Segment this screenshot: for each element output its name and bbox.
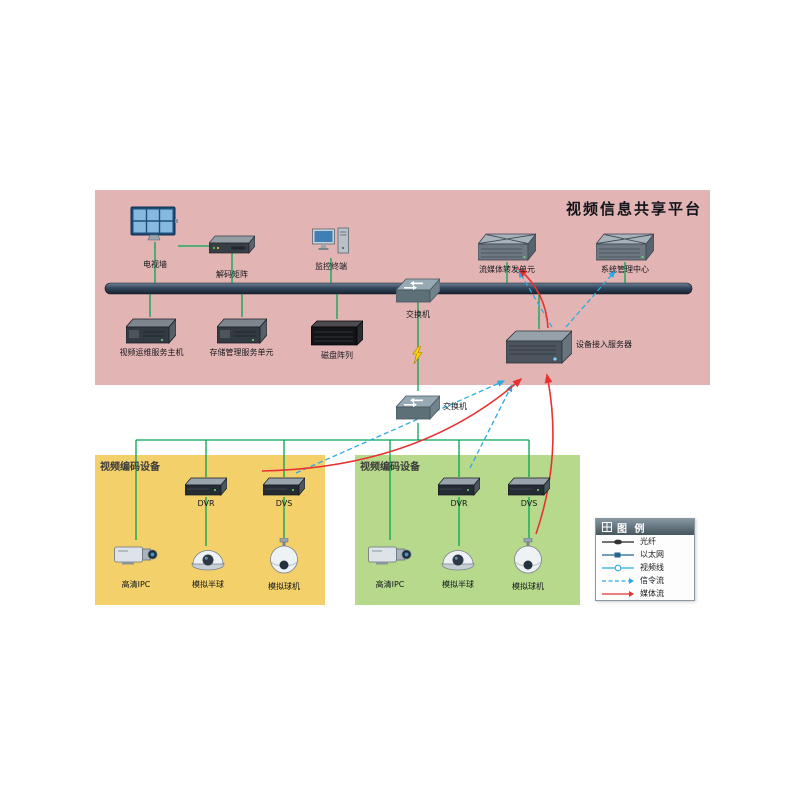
switch2-label: 交换机 [443, 402, 467, 411]
legend-label-video: 视频线 [640, 563, 664, 572]
legend-icon [602, 522, 612, 532]
switch1-label: 交换机 [406, 310, 430, 319]
legend-label-fiber: 光纤 [640, 537, 656, 546]
legend-row-media: 媒体流 [596, 587, 694, 600]
legend-box: 图 例 光纤 以太网 视频线 [595, 518, 695, 601]
zone-left-title: 视频编码设备 [100, 462, 160, 473]
legend-label-media: 媒体流 [640, 589, 664, 598]
video-ops-host-icon [126, 317, 176, 345]
ipc-right-label: 高清IPC [375, 580, 405, 589]
decoder-icon [209, 234, 255, 254]
switch1-icon [396, 274, 440, 306]
legend-row-ethernet: 以太网 [596, 548, 694, 561]
platform-title: 视频信息共享平台 [565, 200, 702, 218]
disk-array-label: 磁盘阵列 [321, 351, 353, 360]
ipc-right-icon [368, 540, 412, 568]
lightning-icon [410, 346, 424, 364]
fiber-line-icon [602, 539, 634, 544]
tv-wall-icon [130, 206, 178, 242]
dvs-right-label: DVS [520, 499, 538, 508]
dvs-right-icon [508, 477, 550, 497]
signal-flow-icon [602, 577, 634, 584]
zone-right-title: 视频编码设备 [360, 462, 420, 473]
stream-unit-label: 流媒体转发单元 [479, 265, 535, 274]
legend-row-fiber: 光纤 [596, 535, 694, 548]
legend-title: 图 例 [617, 523, 647, 535]
switch2-icon [396, 391, 440, 423]
dome-left-label: 模拟半球 [192, 580, 224, 589]
legend-header: 图 例 [596, 519, 694, 535]
legend-label-signal: 信令流 [640, 576, 664, 585]
stream-unit-icon [478, 232, 536, 262]
dome-right-label: 模拟半球 [442, 580, 474, 589]
dvr-left-icon [185, 477, 227, 497]
dvr-right-label: DVR [450, 499, 468, 508]
storage-unit-label: 存储管理服务单元 [209, 348, 274, 357]
decoder-label: 解码矩阵 [216, 270, 248, 279]
dvr-left-label: DVR [197, 499, 215, 508]
monitor-terminal-label: 监控终端 [315, 262, 347, 271]
access-server-icon [506, 329, 572, 365]
tv-wall-label: 电视墙 [143, 260, 167, 269]
dome-left-icon [190, 546, 226, 572]
ball-left-label: 模拟球机 [268, 582, 300, 591]
ball-right-label: 模拟球机 [512, 582, 544, 591]
video-line-icon [602, 564, 634, 571]
ball-right-icon [512, 538, 544, 576]
dvs-left-icon [263, 477, 305, 497]
ethernet-line-icon [602, 552, 634, 557]
legend-label-ethernet: 以太网 [640, 550, 664, 559]
sys-mgmt-label: 系统管理中心 [601, 265, 649, 274]
ball-left-icon [268, 538, 300, 576]
dome-right-icon [440, 546, 476, 572]
media-flow-icon [602, 590, 634, 597]
legend-row-video: 视频线 [596, 561, 694, 574]
disk-array-icon [311, 319, 363, 347]
monitor-terminal-icon [312, 226, 350, 258]
sys-mgmt-icon [596, 232, 654, 262]
ipc-left-icon [114, 540, 158, 568]
video-ops-host-label: 视频运维服务主机 [119, 348, 184, 357]
storage-unit-icon [217, 317, 267, 345]
dvr-right-icon [438, 477, 480, 497]
access-server-label: 设备接入服务器 [576, 340, 632, 349]
ipc-left-label: 高清IPC [121, 580, 151, 589]
dvs-left-label: DVS [275, 499, 293, 508]
legend-row-signal: 信令流 [596, 574, 694, 587]
